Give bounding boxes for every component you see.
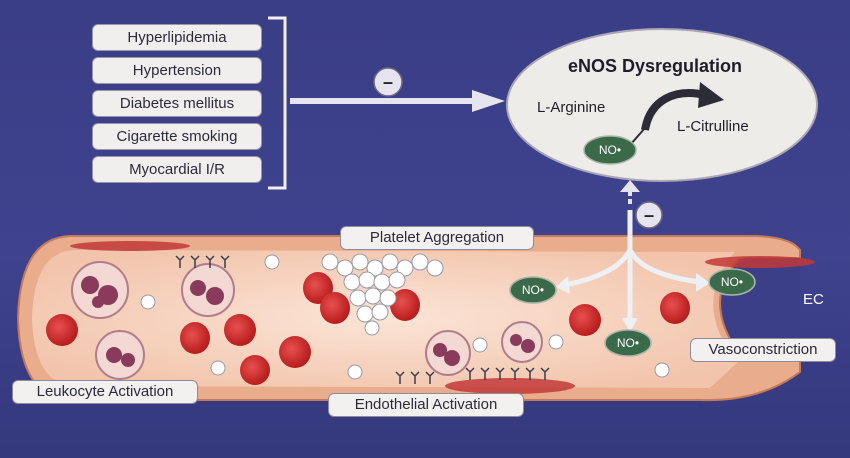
platelet-cluster [140, 253, 670, 380]
no-diffusion-arrows [564, 210, 701, 320]
no-badge-left [509, 276, 557, 304]
risk-factor-myocardial-ir: Myocardial I/R [92, 156, 262, 183]
risk-factor-diabetes: Diabetes mellitus [92, 90, 262, 117]
no-label-bottom: NO• [617, 336, 639, 350]
ec-label: EC [803, 291, 824, 308]
no-label-right: NO• [721, 275, 743, 289]
inhibition-arrow [290, 90, 505, 112]
risk-bracket [268, 16, 287, 190]
inhibition-circle-vertical [635, 201, 663, 229]
l-citrulline-label: L-Citrulline [677, 118, 749, 135]
no-badge-enos [583, 135, 637, 165]
no-label-enos: NO• [599, 143, 621, 157]
receptors [175, 255, 550, 384]
leukocytes [71, 261, 543, 380]
risk-factor-hyperlipidemia: Hyperlipidemia [92, 24, 262, 51]
endothelial-activation-label: Endothelial Activation [328, 393, 524, 417]
inhibition-sign-vertical: – [644, 205, 654, 225]
platelet-aggregation-label: Platelet Aggregation [340, 226, 534, 250]
risk-factor-hypertension: Hypertension [92, 57, 262, 84]
vasoconstriction-label: Vasoconstriction [690, 338, 836, 362]
no-badge-right [708, 268, 756, 296]
no-label-left: NO• [522, 283, 544, 297]
inhibition-sign-top: – [383, 72, 393, 92]
no-badge-bottom [604, 329, 652, 357]
inhibition-circle-top [373, 67, 403, 97]
risk-factor-smoking: Cigarette smoking [92, 123, 262, 150]
leukocyte-activation-label: Leukocyte Activation [12, 380, 198, 404]
enos-title: eNOS Dysregulation [567, 56, 743, 76]
l-arginine-label: L-Arginine [537, 99, 606, 116]
red-blood-cells [46, 272, 690, 385]
reaction-arrow [641, 89, 706, 131]
